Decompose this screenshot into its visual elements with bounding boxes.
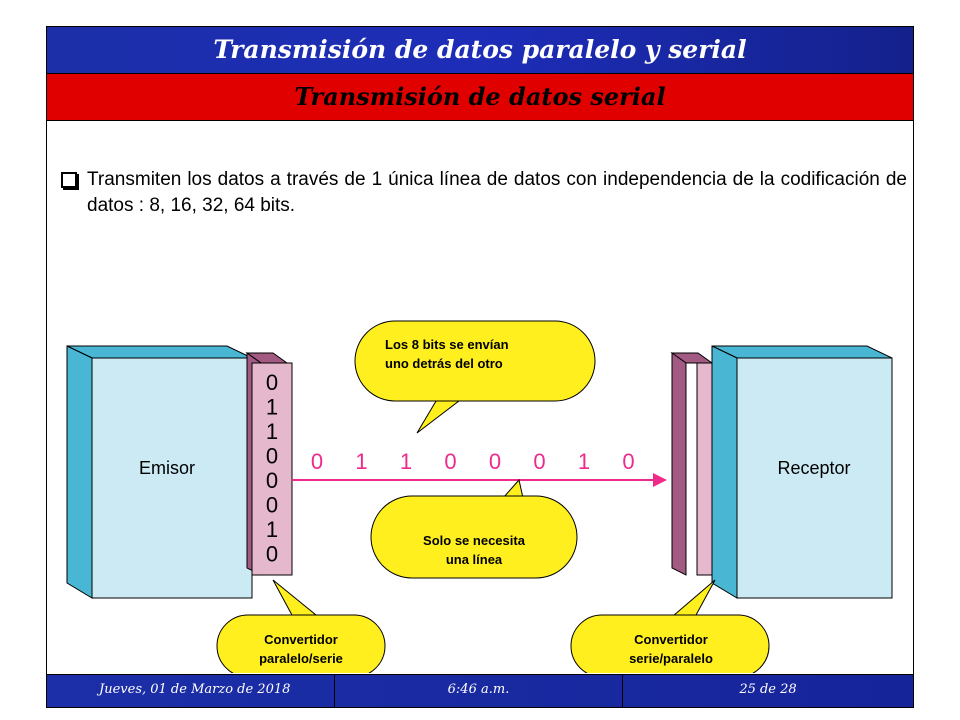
callout-bits-sent-line1: Los 8 bits se envían: [385, 337, 509, 352]
receiver-box-front: [736, 357, 893, 599]
sender-bit: 0: [266, 444, 278, 469]
receiver-converter-side: [671, 352, 687, 576]
callout-parallel-serial: Convertidor paralelo/serie: [216, 579, 386, 673]
receiver-box-side: [711, 345, 738, 599]
line-bit: 0: [311, 449, 323, 474]
footer-time: 6:46 a.m.: [335, 675, 623, 707]
bullet-text: Transmiten los datos a través de 1 única…: [87, 169, 907, 216]
footer-page-number: 25 de 28: [739, 682, 797, 697]
callout-single-line-body: [370, 495, 578, 579]
line-bit: 1: [578, 449, 590, 474]
sender-box-side: [66, 345, 93, 599]
callout-parallel-serial-line1: Convertidor: [264, 632, 338, 647]
callout-serial-parallel: Convertidor serie/paralelo: [570, 579, 770, 673]
sender-box-front: [91, 357, 253, 599]
callout-bits-sent-body: [354, 320, 596, 402]
slide: Transmisión de datos paralelo y serial T…: [46, 26, 914, 708]
line-bit: 1: [355, 449, 367, 474]
callout-parallel-serial-line2: paralelo/serie: [259, 651, 343, 666]
slide-title: Transmisión de datos paralelo y serial: [47, 27, 913, 74]
line-bit: 0: [444, 449, 456, 474]
checkbox-bullet-icon: [61, 172, 77, 188]
line-bit: 0: [533, 449, 545, 474]
line-bit: 0: [622, 449, 634, 474]
sender-bit: 0: [266, 370, 278, 395]
receiver-box-top: [711, 345, 893, 359]
callout-single-line-line2: una línea: [446, 552, 503, 567]
sender-bit: 1: [266, 395, 278, 420]
callout-bits-sent: Los 8 bits se envían uno detrás del otro: [354, 320, 596, 434]
footer: Jueves, 01 de Marzo de 2018 6:46 a.m. 25…: [47, 674, 913, 707]
line-bits: 0 1 1 0 0 0 1 0: [311, 449, 635, 474]
sender-bit: 1: [266, 419, 278, 444]
bullet-item: Transmiten los datos a través de 1 única…: [61, 167, 907, 219]
line-bit: 0: [489, 449, 501, 474]
sender-bit: 0: [266, 542, 278, 567]
receiver-box: Receptor: [711, 345, 893, 599]
sender-bit: 1: [266, 517, 278, 542]
sender-bit: 0: [266, 493, 278, 518]
sender-box-top: [66, 345, 253, 359]
slide-subtitle: Transmisión de datos serial: [47, 74, 913, 121]
callout-serial-parallel-line1: Convertidor: [634, 632, 708, 647]
callout-serial-parallel-line2: serie/paralelo: [629, 651, 713, 666]
line-bit: 1: [400, 449, 412, 474]
callout-single-line: Solo se necesita una línea: [370, 478, 578, 579]
footer-date: Jueves, 01 de Marzo de 2018: [47, 675, 335, 707]
receiver-label: Receptor: [777, 458, 850, 478]
wire-arrowhead: [653, 473, 667, 487]
sender-bit: 0: [266, 468, 278, 493]
callout-serial-parallel-body: [570, 614, 770, 673]
callout-parallel-serial-body: [216, 614, 386, 673]
callout-single-line-line1: Solo se necesita: [423, 533, 526, 548]
sender-converter-front: [251, 362, 293, 576]
callout-bits-sent-line2: uno detrás del otro: [385, 356, 503, 371]
sender-box: Emisor: [66, 345, 253, 599]
sender-label: Emisor: [139, 458, 195, 478]
